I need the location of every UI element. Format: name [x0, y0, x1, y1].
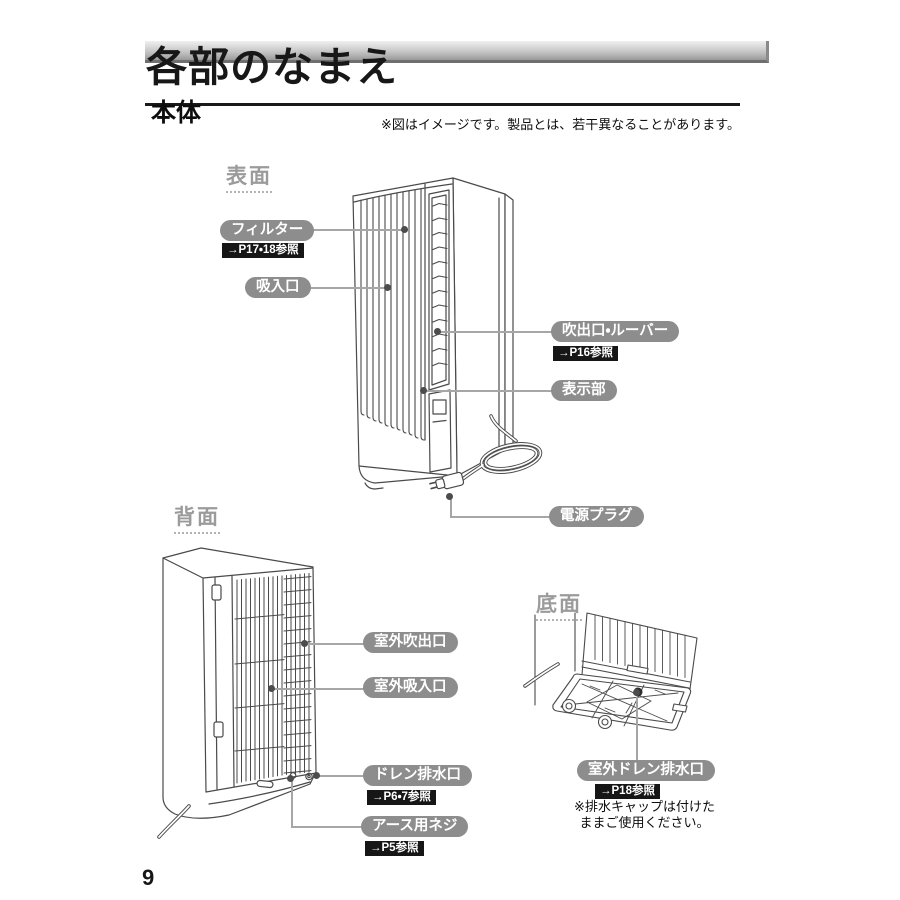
ref-filter-pages: →P17・18参照 — [222, 243, 304, 258]
back-view-label: 背面 — [174, 501, 220, 534]
title-gradient-bar — [145, 41, 769, 63]
callout-drain-port: ドレン排水口 — [363, 765, 472, 786]
callout-power-plug: 電源プラグ — [549, 506, 644, 527]
leader-dot-outdoor-drain — [633, 689, 640, 696]
ref-drain-pages: →P6・7参照 — [367, 790, 436, 805]
callout-display: 表示部 — [551, 380, 617, 401]
leader-line-filter — [300, 229, 408, 231]
leader-line-outlet — [437, 331, 560, 333]
ref-earth-pages: →P5参照 — [365, 841, 424, 856]
bottom-unit-illustration — [523, 612, 698, 731]
leader-line-outdoor-outlet — [305, 643, 370, 645]
leader-line-plug-vertical — [450, 499, 452, 518]
leader-dot-display — [420, 387, 427, 394]
leader-line-outdoor-drain — [636, 697, 638, 763]
callout-earth-screw: アース用ネジ — [361, 816, 469, 837]
callout-outdoor-drain: 室外ドレン排水口 — [577, 760, 715, 781]
front-view-label: 表面 — [226, 160, 272, 193]
ref-outlet-pages: →P16参照 — [553, 346, 618, 361]
leader-line-earth-vertical — [291, 779, 293, 828]
bottom-view-label: 底面 — [536, 588, 582, 621]
section-heading: 本体 — [151, 98, 202, 127]
ref-outdoor-drain-pages: →P18参照 — [595, 784, 660, 799]
leader-line-drain — [317, 775, 370, 777]
leader-dot-filter — [401, 226, 408, 233]
leader-dot-outlet — [434, 328, 441, 335]
callout-outdoor-outlet: 室外吹出口 — [363, 632, 458, 653]
callout-outdoor-intake: 室外吸入口 — [363, 677, 458, 698]
drain-cap-note: ※排水キャップは付けた ままご使用ください。 — [572, 799, 717, 832]
leader-dot-drain — [313, 772, 320, 779]
leader-line-earth — [291, 826, 368, 828]
drain-cap-note-line1: ※排水キャップは付けた — [574, 799, 715, 814]
leader-line-plug — [450, 516, 558, 518]
disclaimer-note: ※図はイメージです。製品とは、若干異なることがあります。 — [380, 117, 740, 132]
section-rule — [145, 103, 740, 106]
leader-line-intake — [300, 287, 389, 289]
back-unit-illustration — [157, 547, 317, 839]
leader-dot-outdoor-outlet — [301, 640, 308, 647]
leader-dot-earth — [287, 775, 294, 782]
drain-cap-note-line2: ままご使用ください。 — [579, 815, 710, 831]
leader-dot-intake — [384, 284, 391, 291]
front-unit-illustration — [352, 177, 543, 490]
callout-filter: フィルター — [220, 220, 315, 241]
page-title: 各部のなまえ — [146, 44, 398, 91]
leader-dot-plug — [446, 493, 453, 500]
callout-intake: 吸入口 — [245, 277, 311, 298]
leader-dot-outdoor-intake — [268, 685, 275, 692]
callout-outlet-louver: 吹出口・ルーバー — [551, 321, 680, 342]
leader-line-outdoor-intake — [272, 688, 370, 690]
leader-line-display — [424, 390, 560, 392]
page-number: 9 — [142, 865, 155, 890]
